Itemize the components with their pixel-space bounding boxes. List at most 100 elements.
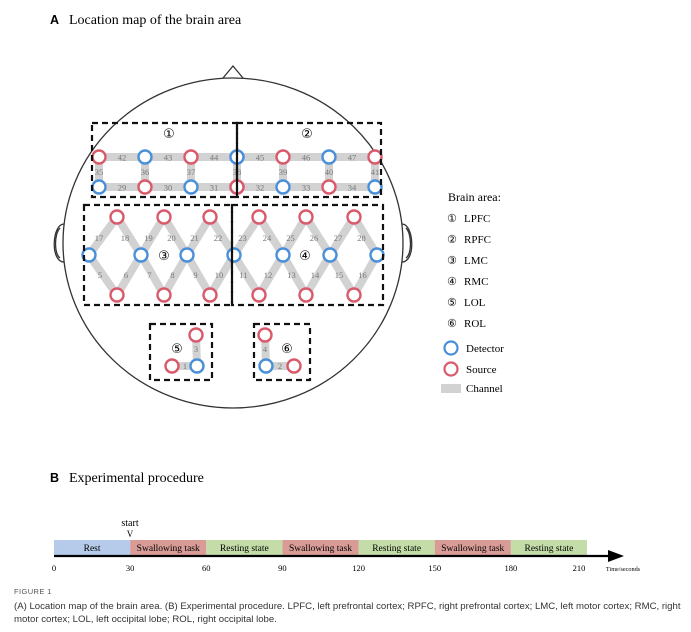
legend-area-rmc: RMC <box>464 276 488 288</box>
procedure-segment <box>282 540 359 556</box>
procedure-segment-label: Swallowing task <box>289 544 352 554</box>
caption-text: (A) Location map of the brain area. (B) … <box>14 600 681 626</box>
channel-number: 35 <box>95 167 104 177</box>
legend-channel-swatch <box>441 384 461 393</box>
source-optode <box>137 179 153 195</box>
source-optode <box>156 287 172 303</box>
detector-optode <box>321 149 337 165</box>
channel-number: 15 <box>335 270 344 280</box>
source-optode <box>164 358 180 374</box>
legend-title: Brain area: <box>448 190 501 204</box>
time-tick-label: 210 <box>573 563 586 573</box>
time-tick-label: 30 <box>126 563 135 573</box>
time-tick-label: 0 <box>52 563 56 573</box>
channel-number: 2 <box>278 361 282 371</box>
channel-number: 17 <box>95 233 104 243</box>
legend-area-rol: ROL <box>464 318 486 330</box>
channel-number: 10 <box>215 270 224 280</box>
detector-optode <box>258 358 274 374</box>
channel-number: 19 <box>144 233 153 243</box>
region-mark-rmc: ④ <box>299 249 311 264</box>
channel-band <box>85 214 121 258</box>
source-optode <box>183 149 199 165</box>
region-box-lol <box>148 322 214 382</box>
source-optode <box>109 209 125 225</box>
channel-band <box>206 252 238 298</box>
legend-mark-rol: ⑥ <box>447 317 457 330</box>
source-optode <box>346 287 362 303</box>
time-tick-label: 60 <box>202 563 211 573</box>
source-optode <box>202 209 218 225</box>
channel-number: 44 <box>210 153 219 163</box>
time-tick-label: 150 <box>428 563 441 573</box>
legend-area-lpfc: LPFC <box>464 213 490 225</box>
channel-number: 16 <box>358 270 367 280</box>
time-axis-unit: Time/seconds <box>606 566 641 573</box>
channel-number: 7 <box>147 270 151 280</box>
channel-number: 31 <box>210 183 219 193</box>
figure-label: FIGURE 1 <box>14 587 52 596</box>
time-tick-label: 120 <box>352 563 365 573</box>
channel-number: 28 <box>357 233 366 243</box>
channel-band <box>302 252 334 298</box>
time-tick-label: 90 <box>278 563 287 573</box>
legend-area-lmc: LMC <box>464 255 488 267</box>
channel-number: 37 <box>187 167 196 177</box>
optode-layer <box>81 149 385 374</box>
head-outline <box>53 64 413 409</box>
panel-a-letter: A <box>50 13 59 27</box>
legend-detector-swatch <box>443 340 459 356</box>
source-optode <box>346 209 362 225</box>
channel-number: 32 <box>256 183 265 193</box>
region-box-lmc <box>82 203 234 307</box>
channel-band <box>85 252 121 298</box>
detector-optode <box>226 247 242 263</box>
channel-number: 14 <box>311 270 320 280</box>
procedure-segment-label: Resting state <box>372 544 421 554</box>
legend-source-label: Source <box>466 364 497 376</box>
start-arrow: V <box>127 529 134 539</box>
detector-optode <box>367 179 383 195</box>
source-optode <box>188 327 204 343</box>
source-optode <box>251 209 267 225</box>
channel-number: 4 <box>263 344 268 354</box>
channel-number: 34 <box>348 183 357 193</box>
channel-number: 40 <box>325 167 334 177</box>
region-mark-rol: ⑥ <box>281 342 293 357</box>
source-optode <box>109 287 125 303</box>
region-mark-lpfc: ① <box>163 127 175 142</box>
legend-source-swatch <box>443 361 459 377</box>
channel-band <box>255 252 287 298</box>
procedure-segment <box>434 540 511 556</box>
source-optode <box>275 149 291 165</box>
channel-number: 42 <box>118 153 127 163</box>
detector-optode <box>369 247 385 263</box>
legend-mark-rpfc: ② <box>447 233 457 246</box>
channel-number: 36 <box>141 167 150 177</box>
channel-number: 18 <box>121 233 130 243</box>
panel-b-title: Experimental procedure <box>69 471 204 486</box>
procedure-segment <box>130 540 207 556</box>
channel-number: 45 <box>256 153 265 163</box>
procedure-segment-label: Resting state <box>220 544 269 554</box>
channel-number: 27 <box>334 233 343 243</box>
channel-band <box>230 252 263 298</box>
detector-optode <box>133 247 149 263</box>
source-optode <box>251 287 267 303</box>
channel-number: 43 <box>164 153 173 163</box>
detector-optode <box>275 247 291 263</box>
channel-number: 3 <box>194 344 198 354</box>
channel-number: 6 <box>124 270 128 280</box>
channel-number: 47 <box>348 153 357 163</box>
source-optode <box>298 287 314 303</box>
region-box-rol <box>252 322 312 382</box>
region-mark-lol: ⑤ <box>171 342 183 357</box>
detector-optode <box>137 149 153 165</box>
channel-number: 20 <box>167 233 176 243</box>
procedure-segment <box>206 540 283 556</box>
source-optode <box>257 327 273 343</box>
procedure-segment <box>510 540 587 556</box>
detector-optode <box>91 179 107 195</box>
